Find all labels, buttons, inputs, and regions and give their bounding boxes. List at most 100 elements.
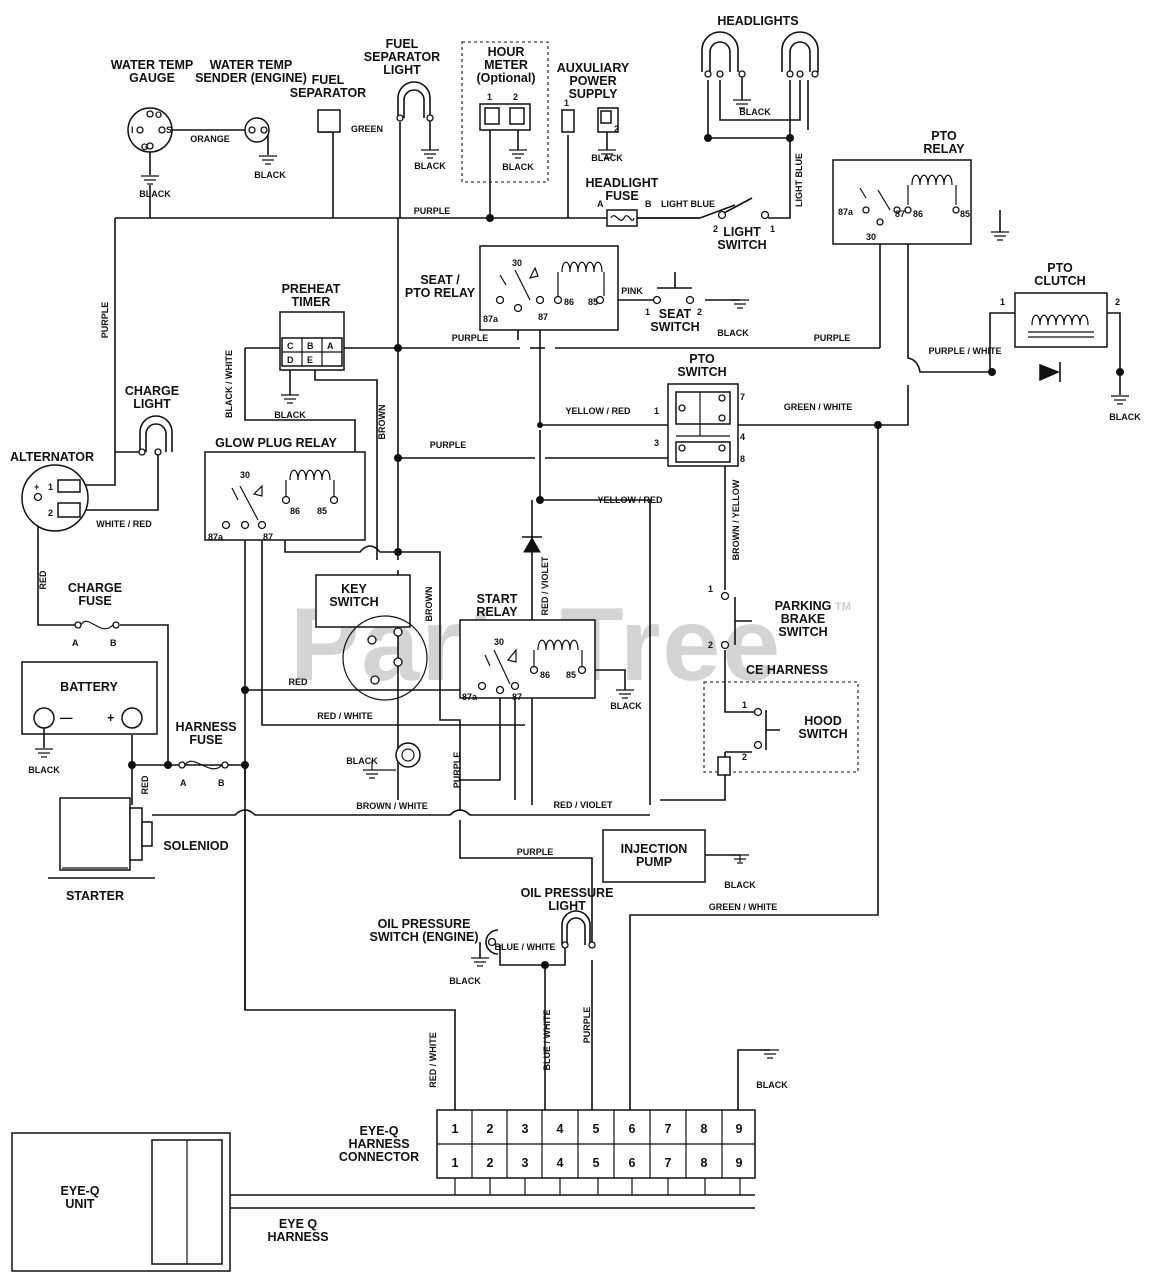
wire-label-red-violet-2: RED / VIOLET — [553, 800, 613, 810]
timer-terminal-e: E — [307, 355, 313, 365]
wire-label-red-white-2: RED / WHITE — [428, 1032, 438, 1088]
timer-terminal-a: A — [327, 341, 334, 351]
harness-fuse-a: A — [180, 778, 187, 788]
wire-label-black-9: BLACK — [274, 410, 306, 420]
start-relay-86: 86 — [540, 670, 550, 680]
label-hour-meter-optional: (Optional) — [476, 71, 535, 85]
glow-relay-85: 85 — [317, 506, 327, 516]
charge-fuse: A B — [72, 620, 120, 648]
water-temp-gauge: O I S G — [127, 107, 173, 153]
start-relay-87: 87 — [512, 692, 522, 702]
wire-label-orange-1: ORANGE — [190, 134, 230, 144]
pto-relay-87a: 87a — [838, 207, 854, 217]
alternator-symbol: + 1 2 — [21, 464, 89, 532]
wire-label-purple-4: PURPLE — [814, 333, 851, 343]
wire-label-yellow-red-1: YELLOW / RED — [566, 406, 632, 416]
pto-relay-85: 85 — [960, 209, 970, 219]
label-alternator: ALTERNATOR — [10, 450, 94, 464]
harness-fuse: A B — [178, 760, 229, 788]
wire-label-black-6: BLACK — [739, 107, 771, 117]
label-starter: STARTER — [66, 889, 124, 903]
glow-relay-30: 30 — [240, 470, 250, 480]
timer-terminal-d: D — [287, 355, 294, 365]
wire-label-purple-8: PURPLE — [582, 1007, 592, 1044]
wire-label-purple-7: PURPLE — [517, 847, 554, 857]
alternator-plus: + — [34, 482, 39, 492]
headlights-symbol — [701, 31, 819, 78]
pto-switch-pin-3: 3 — [654, 438, 659, 448]
wire-label-red-1: RED — [38, 570, 48, 590]
light-switch-pin-1: 1 — [770, 224, 775, 234]
harness-fuse-b: B — [218, 778, 225, 788]
wire-label-black-white-1: BLACK / WHITE — [224, 350, 234, 418]
wire-label-red-3: RED — [140, 775, 150, 795]
parking-brake-pin-1: 1 — [708, 584, 713, 594]
label-battery: BATTERY — [60, 680, 118, 694]
fuel-separator-box — [317, 109, 341, 133]
alternator-pin-1: 1 — [48, 482, 53, 492]
auxiliary-power-supply: 1 2 — [561, 98, 619, 134]
connector-bottom-pin-9: 9 — [736, 1156, 743, 1170]
pto-switch-pin-8: 8 — [740, 454, 745, 464]
connector-bottom-pin-2: 2 — [487, 1156, 494, 1170]
wire-label-black-3: BLACK — [414, 161, 446, 171]
wire-label-purple-6: PURPLE — [452, 752, 462, 789]
start-relay: 87a 30 87 86 85 — [459, 619, 596, 702]
light-switch: 2 1 — [713, 197, 775, 234]
wire-label-green-white-1: GREEN / WHITE — [784, 402, 853, 412]
connector-bottom-pin-3: 3 — [522, 1156, 529, 1170]
wire-label-brown-1: BROWN — [377, 405, 387, 440]
start-relay-30: 30 — [494, 637, 504, 647]
wire-label-white-red-1: WHITE / RED — [96, 519, 152, 529]
wire-label-red-2: RED — [288, 677, 308, 687]
connector-top-pin-8: 8 — [701, 1122, 708, 1136]
wire-label-red-violet-1: RED / VIOLET — [540, 556, 550, 616]
wire-label-yellow-red-2: YELLOW / RED — [598, 495, 664, 505]
hour-meter: 1 2 — [461, 41, 549, 183]
wire-label-light-blue-1: LIGHT BLUE — [661, 199, 715, 209]
starter-symbol — [48, 797, 155, 879]
connector-top-pin-2: 2 — [487, 1122, 494, 1136]
wire-label-purple-white-1: PURPLE / WHITE — [928, 346, 1001, 356]
wire-label-black-7: BLACK — [717, 328, 749, 338]
trademark: TM — [835, 601, 851, 613]
seat-switch: 1 2 — [645, 272, 702, 317]
wire-label-purple-3: PURPLE — [452, 333, 489, 343]
gauge-terminal-g: G — [141, 142, 148, 152]
glow-relay-87: 87 — [263, 532, 273, 542]
headlight-fuse: A B — [597, 199, 652, 227]
key-switch — [315, 574, 428, 768]
wire-label-blue-white-1: BLUE / WHITE — [542, 1010, 552, 1071]
connector-bottom-pin-6: 6 — [629, 1156, 636, 1170]
ground-symbols — [35, 99, 1129, 1059]
junctions — [128, 134, 1124, 969]
pto-clutch-pin-2: 2 — [1115, 297, 1120, 307]
wire-label-black-2: BLACK — [254, 170, 286, 180]
seat-pto-relay: 87a 30 87 86 85 — [479, 245, 619, 331]
pto-relay: 87a 30 87 86 85 — [832, 159, 972, 245]
connector-bottom-pin-4: 4 — [557, 1156, 564, 1170]
pto-relay-87: 87 — [895, 209, 905, 219]
seat-switch-pin-2: 2 — [697, 307, 702, 317]
wire-label-purple-1: PURPLE — [414, 206, 451, 216]
seat-switch-pin-1: 1 — [645, 307, 650, 317]
aux-pin-1: 1 — [564, 98, 569, 108]
wire-label-black-5: BLACK — [591, 153, 623, 163]
wire-label-black-8: BLACK — [1109, 412, 1141, 422]
wire-label-brown-yellow-1: BROWN / YELLOW — [731, 479, 741, 560]
